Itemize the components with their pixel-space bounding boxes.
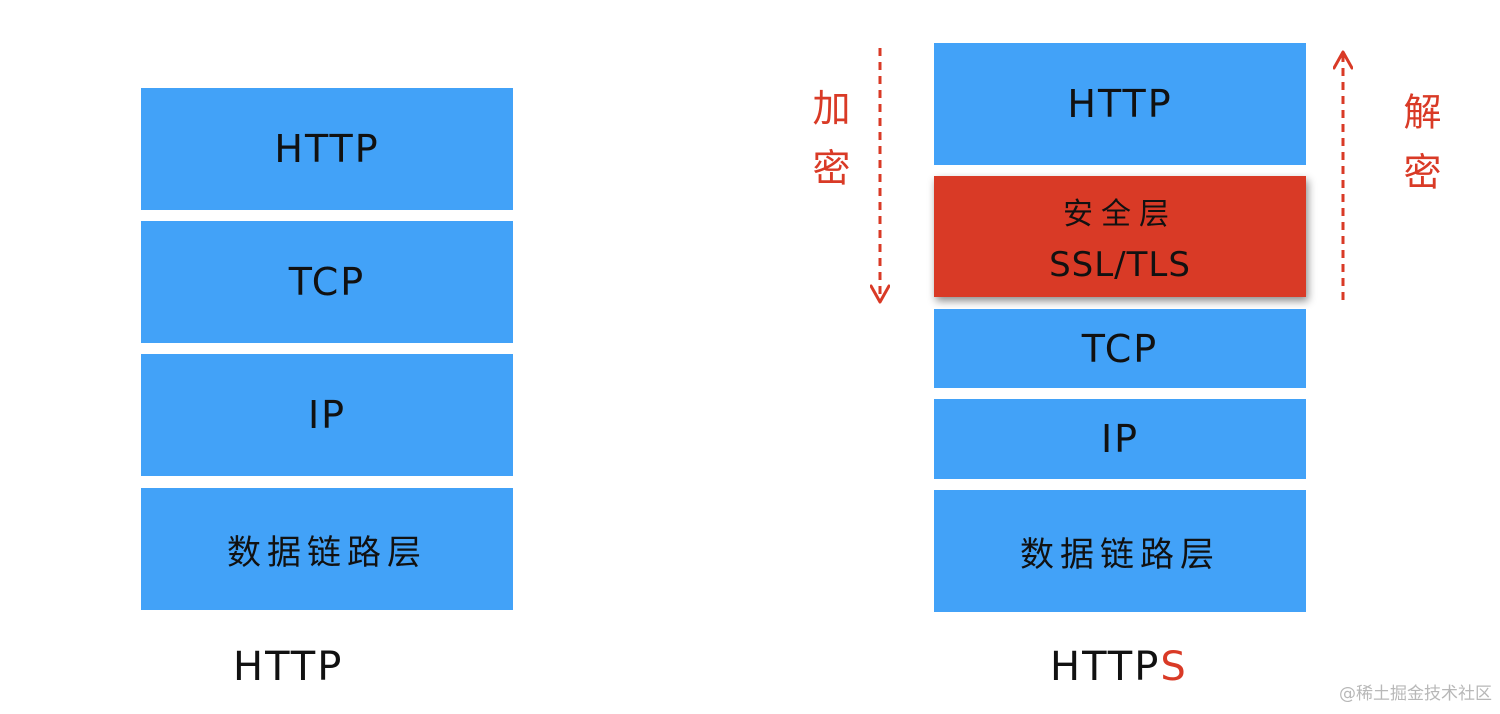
http-layer-label: HTTP <box>274 127 380 171</box>
tcp-layer: TCP <box>141 221 513 343</box>
data-link-layer-label: 数据链路层 <box>227 532 427 573</box>
https-tcp-layer: TCP <box>934 309 1306 388</box>
https-caption-accent: S <box>1160 644 1188 690</box>
dashed-up-arrow-icon <box>1333 50 1353 306</box>
data-link-layer: 数据链路层 <box>141 488 513 610</box>
https-ip-layer: IP <box>934 399 1306 479</box>
security-layer-title: 安全层 <box>1063 196 1177 232</box>
watermark-text: @稀土掘金技术社区 <box>1339 684 1492 704</box>
https-data-link-layer: 数据链路层 <box>934 490 1306 612</box>
https-tcp-layer-label: TCP <box>1081 326 1159 371</box>
https-caption: HTTPS <box>1050 644 1188 690</box>
encrypt-label: 加密 <box>795 88 855 208</box>
decrypt-label-text: 解密 <box>1397 92 1441 212</box>
watermark: @稀土掘金技术社区 <box>1339 679 1492 704</box>
https-http-layer: HTTP <box>934 43 1306 165</box>
https-http-layer-label: HTTP <box>1067 82 1173 126</box>
tcp-layer-label: TCP <box>288 260 366 304</box>
https-data-link-layer-label: 数据链路层 <box>1020 534 1220 575</box>
https-caption-main: HTTP <box>1050 644 1161 690</box>
ip-layer: IP <box>141 354 513 476</box>
dashed-down-arrow-icon <box>870 48 890 304</box>
http-caption: HTTP <box>233 644 343 690</box>
ip-layer-label: IP <box>307 393 347 437</box>
security-layer-protocol: SSL/TLS <box>1049 244 1191 285</box>
https-ip-layer-label: IP <box>1100 417 1140 461</box>
security-layer: 安全层 SSL/TLS <box>934 176 1306 297</box>
http-caption-text: HTTP <box>233 644 344 690</box>
http-layer: HTTP <box>141 88 513 210</box>
encrypt-label-text: 加密 <box>806 88 850 208</box>
decrypt-label: 解密 <box>1386 92 1446 212</box>
